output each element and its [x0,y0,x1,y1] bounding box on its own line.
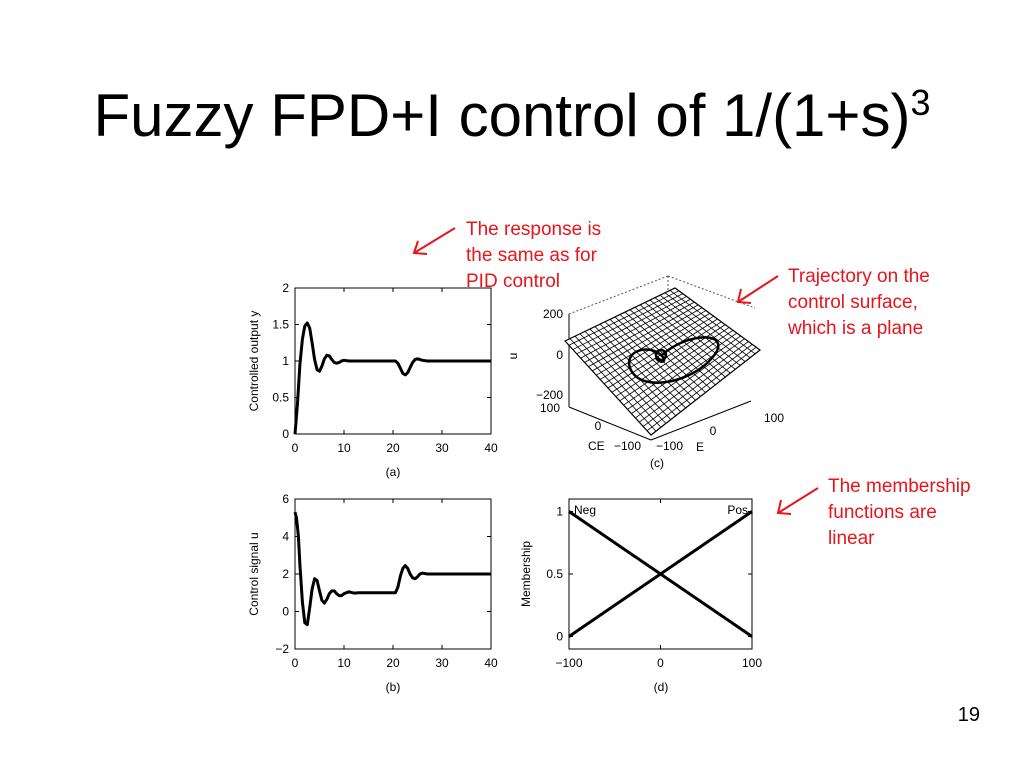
y-tick-label: 0 [282,605,289,619]
x-tick-label: 30 [435,656,449,670]
plot-d-legend-pos: Pos [727,503,748,517]
y-tick-label: 2 [282,281,289,295]
y-tick-label: 0 [556,630,563,644]
plot-c-ytick-100: 100 [540,401,560,415]
surface-mesh-line [619,327,730,402]
y-tick-label: 0 [282,427,289,441]
surface-mesh-line [623,329,734,406]
x-tick-label: 0 [292,656,299,670]
plot-a-caption: (a) [386,465,401,479]
page-number: 19 [957,704,980,726]
plot-c-ytick-neg100: −100 [614,439,641,453]
plot-c-xlabel: E [696,440,704,454]
y-tick-label: 1.5 [272,318,289,332]
surface-mesh-line [642,344,753,427]
x-tick-label: 40 [484,656,498,670]
x-tick-label: −100 [555,656,582,670]
plot-d: −100 0 100 0 0.5 1 Neg Pos Membership (d) [519,498,762,694]
plot-a-ticks: 0 10 20 30 40 0 0.5 1 1.5 2 [272,281,498,455]
plot-a-ylabel: Controlled output y [247,311,261,412]
plot-c-trajectory-start [654,348,668,362]
slide-title-superscript: 3 [910,82,931,123]
red-arrow-icon [736,275,779,304]
surface-mesh-line [639,341,749,423]
red-arrow-icon [412,227,456,255]
x-tick-label: 100 [742,656,762,670]
plot-c-ticks: 200 0 −200 u 100 0 CE −100 −100 E 0 100 [506,307,784,454]
x-tick-label: 0 [292,441,299,455]
plot-b-ylabel: Control signal u [247,532,261,615]
plot-a-response-line [293,321,491,435]
surface-mesh-line [669,290,756,355]
y-tick-label: 4 [282,530,289,544]
plot-c-ztick-200: 200 [543,307,563,321]
plot-c-xtick-100: 100 [764,411,784,425]
x-tick-label: 30 [435,441,449,455]
plot-c-ylabel: CE [588,439,605,453]
plot-b-caption: (b) [386,680,401,694]
x-tick-label: 20 [386,656,400,670]
plot-c-ztick-neg200: −200 [536,388,563,402]
surface-mesh-line [646,346,757,432]
y-tick-label: 6 [282,492,289,506]
plot-c-box [568,314,752,441]
note-membership: The membership functions are linear [828,476,971,549]
note-pid-response: The response is the same as for PID cont… [466,219,602,292]
plot-d-ylabel: Membership [519,541,533,607]
plot-d-pos-line [568,510,753,638]
plot-c: 200 0 −200 u 100 0 CE −100 −100 E 0 100 … [506,275,784,470]
surface-mesh-line [644,302,731,374]
slide-title-main: Fuzzy FPD+I control of 1/(1+s) [93,82,911,149]
plot-c-zlabel: u [506,353,520,360]
y-tick-label: 1 [556,505,563,519]
plot-a: 0 10 20 30 40 0 0.5 1 1.5 2 Controlled output y (… [247,281,498,479]
surface-mesh-line [654,297,741,366]
y-tick-label: 1 [282,354,289,368]
y-tick-label: 0.5 [272,391,289,405]
red-arrow-icon [776,487,819,515]
x-tick-label: 40 [484,441,498,455]
plot-d-legend-neg: Neg [574,503,596,517]
surface-mesh-line [659,294,746,362]
plot-c-ztick-0: 0 [556,348,563,362]
x-tick-label: 10 [337,656,351,670]
plot-d-caption: (d) [654,680,669,694]
slide-title: Fuzzy FPD+I control of 1/(1+s)3 [0,80,1024,152]
surface-mesh-line [664,292,751,359]
plot-d-ticks: −100 0 100 0 0.5 1 [546,499,762,670]
surface-mesh-line [631,335,741,414]
y-tick-label: −2 [275,642,289,656]
y-tick-label: 2 [282,567,289,581]
plot-c-xtick-0: 0 [710,424,717,438]
y-tick-label: 0.5 [546,567,563,581]
x-tick-label: 0 [657,656,664,670]
plot-c-xtick-neg100: −100 [656,439,683,453]
plot-b-control-line [293,511,491,627]
plot-c-caption: (c) [650,456,664,470]
surface-mesh-line [635,338,745,419]
plot-c-ytick-0: 0 [595,419,602,433]
x-tick-label: 10 [337,441,351,455]
note-control-surface: Trajectory on the control surface, which… [788,266,930,339]
surface-mesh-line [649,299,736,370]
x-tick-label: 20 [386,441,400,455]
